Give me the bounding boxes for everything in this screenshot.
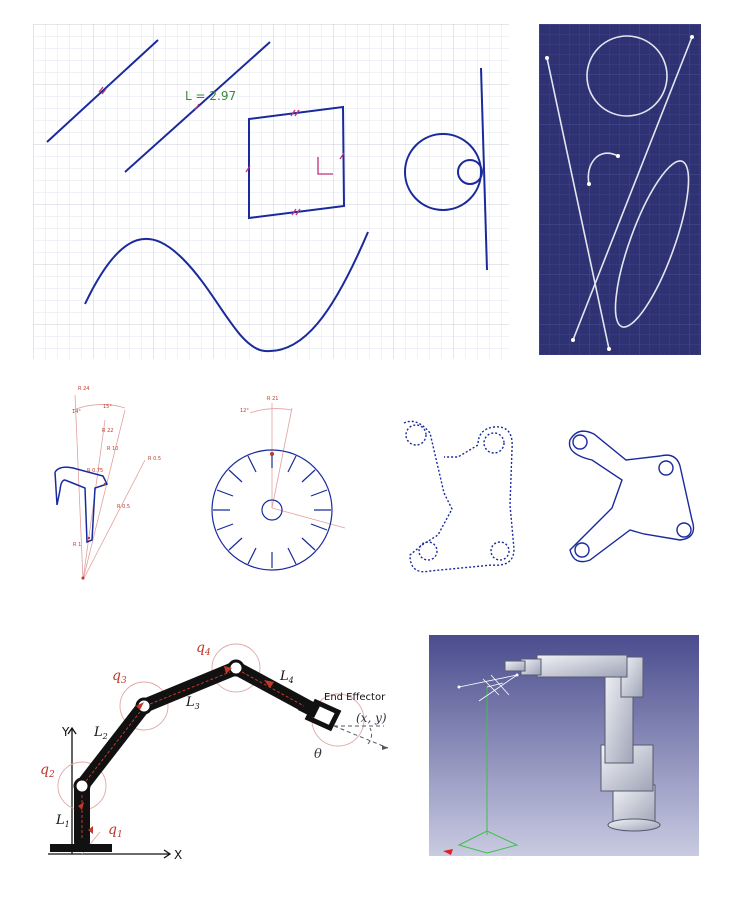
label-l2: L2 <box>93 725 108 741</box>
dotted-plate-panel <box>382 405 532 585</box>
sketch-grid-canvas: L = 2.97 <box>33 24 509 359</box>
dim-r1: R 1 <box>73 542 81 548</box>
x-axis-label: X <box>174 848 182 862</box>
solid-plate-outline <box>568 430 695 563</box>
label-q4: q4 <box>196 640 211 658</box>
theta-label: θ <box>314 747 322 762</box>
dim-12deg: 12° <box>240 408 249 414</box>
label-q2: q2 <box>40 762 55 780</box>
slotted-disk <box>211 449 333 571</box>
label-l4: L4 <box>279 669 294 685</box>
sketch-small-circle <box>457 159 483 185</box>
sketch-grid-panel: L = 2.97 <box>33 24 509 359</box>
sketch-rectangle <box>248 105 346 220</box>
dim-r10: R 10 <box>107 446 118 452</box>
dark-sketch-panel <box>539 24 701 355</box>
dim-r075: R 0.75 <box>87 468 103 474</box>
solid-plate-panel <box>552 420 712 580</box>
gripper <box>298 698 342 732</box>
profile-drawing-canvas: R 24 14° 15° R 22 R 10 R 0.75 R 0.5 R 0.… <box>54 386 161 580</box>
sketch-sine-curve <box>84 231 369 353</box>
dark-line-1 <box>546 57 610 350</box>
dark-ellipse <box>614 160 690 328</box>
dark-line-2 <box>572 36 693 341</box>
sketch-vertical-line <box>480 67 488 271</box>
dark-sketch-canvas <box>539 24 701 355</box>
sketch-line-1 <box>46 39 159 143</box>
robot-links <box>74 661 317 850</box>
robot-3d-model <box>504 654 661 832</box>
dotted-plate-canvas <box>403 420 515 573</box>
profile-drawing-panel: R 24 14° 15° R 22 R 10 R 0.75 R 0.5 R 0.… <box>45 380 175 580</box>
label-q3: q3 <box>112 668 127 686</box>
dim-14deg: 14° <box>72 409 81 415</box>
end-effector-label: End Effector <box>324 692 386 703</box>
dim-15deg: 15° <box>103 404 112 410</box>
dim-r05-b: R 0.5 <box>117 504 130 510</box>
y-axis-label: Y <box>61 725 70 739</box>
length-label: L = 2.97 <box>185 89 236 103</box>
dim-r21: R 21 <box>267 396 278 402</box>
end-effector-position: (x, y) <box>356 711 387 725</box>
slotted-disk-canvas: R 21 12° <box>211 396 346 571</box>
dotted-plate-outline <box>403 420 515 573</box>
dim-r22: R 22 <box>102 428 113 434</box>
label-l1: L1 <box>55 813 70 829</box>
robot-3d-viewport <box>429 635 699 856</box>
solid-plate-canvas <box>568 430 695 563</box>
dim-r05-a: R 0.5 <box>148 456 161 462</box>
robot-arm-diagram: Y X <box>38 628 408 868</box>
label-l3: L3 <box>185 695 200 711</box>
dim-r24: R 24 <box>78 386 89 392</box>
dark-arc <box>587 152 619 185</box>
label-q1: q1 <box>108 822 123 840</box>
dark-circle <box>586 35 668 117</box>
robot-3d-canvas <box>429 635 699 856</box>
robot-arm-canvas: Y X <box>40 640 389 862</box>
profile-outline <box>54 466 109 544</box>
slotted-disk-panel: R 21 12° <box>200 388 352 588</box>
